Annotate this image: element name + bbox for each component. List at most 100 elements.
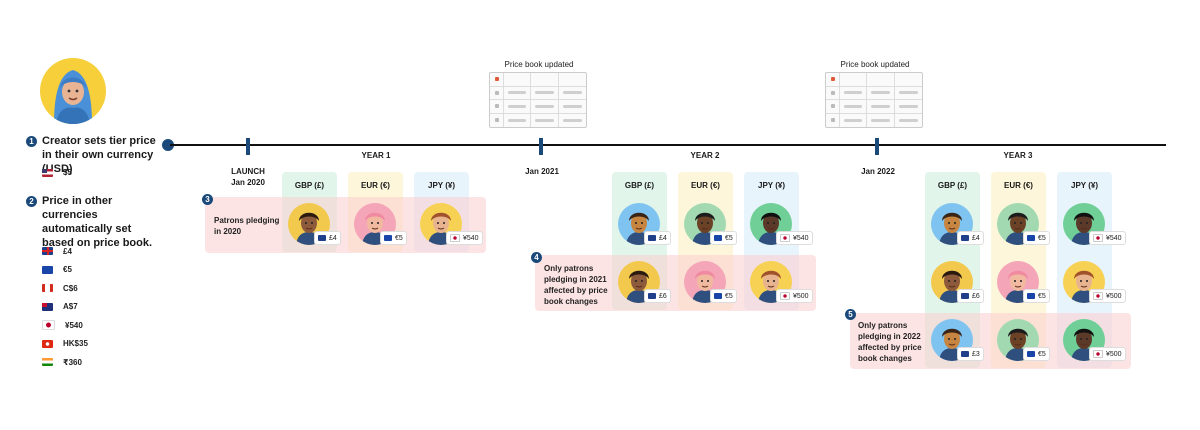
price-book-table-2022 xyxy=(825,72,923,128)
price-tag: €5 xyxy=(1023,289,1050,303)
currency-list: £4 €5 C$6 A$7 ¥540 HK$35 ₹360 xyxy=(42,242,88,372)
timeline-line xyxy=(170,144,1166,146)
price-tag-value: €5 xyxy=(725,234,733,242)
price-tag: ¥500 xyxy=(776,289,813,303)
tick-label-2021: Jan 2021 xyxy=(512,166,572,177)
step-3-badge: 3 xyxy=(202,194,213,205)
price-tag: £4 xyxy=(644,231,671,245)
ca-flag-icon xyxy=(42,284,53,293)
col-header-jpy: JPY (¥) xyxy=(1071,181,1098,190)
uk-flag-icon xyxy=(42,247,53,256)
timeline-start-dot xyxy=(162,139,174,151)
hk-flag-icon xyxy=(42,339,53,348)
uk-flag-icon xyxy=(961,351,969,357)
tick-label-line2: Jan 2020 xyxy=(231,178,265,187)
step-5-badge: 5 xyxy=(845,309,856,320)
eu-flag-icon xyxy=(1027,235,1035,241)
year-label-1: YEAR 1 xyxy=(361,151,391,160)
jp-flag-icon xyxy=(1093,234,1103,242)
jp-flag-icon xyxy=(780,292,790,300)
price-tag: €5 xyxy=(380,231,407,245)
creator-avatar xyxy=(40,58,106,124)
price-tag: £6 xyxy=(644,289,671,303)
eu-flag-icon xyxy=(714,293,722,299)
band-2021-text: Only patrons pledging in 2021 affected b… xyxy=(544,264,608,306)
year-label-3: YEAR 3 xyxy=(1003,151,1033,160)
eu-flag-icon xyxy=(384,235,392,241)
price-tag-value: ¥540 xyxy=(463,234,479,242)
price-book-label-2022: Price book updated xyxy=(840,60,910,69)
band-2020-text: Patrons pledging in 2020 xyxy=(214,216,280,236)
price-tag: ¥540 xyxy=(1089,231,1126,245)
us-flag-icon xyxy=(42,168,53,177)
eu-flag-icon xyxy=(1027,293,1035,299)
step-2-badge: 2 xyxy=(26,196,37,207)
currency-value: ¥540 xyxy=(65,320,83,330)
price-tag-value: €5 xyxy=(725,292,733,300)
price-tag-value: £6 xyxy=(659,292,667,300)
creator-price: $5 xyxy=(63,168,72,177)
price-tag-value: ¥500 xyxy=(1106,292,1122,300)
price-tag-value: €5 xyxy=(1038,350,1046,358)
timeline-tick-2021 xyxy=(539,138,543,155)
eu-flag-icon xyxy=(42,265,53,274)
col-header-jpy: JPY (¥) xyxy=(758,181,785,190)
jp-flag-icon xyxy=(780,234,790,242)
currency-row-jpy: ¥540 xyxy=(42,316,88,335)
col-header-eur: EUR (€) xyxy=(691,181,720,190)
tick-label-line1: LAUNCH xyxy=(231,167,265,176)
currency-row-eur: €5 xyxy=(42,261,88,280)
jp-flag-icon xyxy=(1093,292,1103,300)
in-flag-icon xyxy=(42,358,53,367)
other-currencies-title: Price in other currencies automatically … xyxy=(42,195,153,249)
currency-row-gbp: £4 xyxy=(42,242,88,261)
currency-row-hkd: HK$35 xyxy=(42,335,88,354)
currency-value: ₹360 xyxy=(63,357,82,367)
tick-label-line2: Jan 2022 xyxy=(861,167,895,176)
price-tag: £4 xyxy=(957,231,984,245)
eu-flag-icon xyxy=(714,235,722,241)
au-flag-icon xyxy=(42,302,53,311)
uk-flag-icon xyxy=(961,293,969,299)
price-tag-value: £4 xyxy=(659,234,667,242)
price-tag-value: ¥540 xyxy=(1106,234,1122,242)
price-tag-value: €5 xyxy=(395,234,403,242)
jp-flag-icon xyxy=(42,320,55,331)
creator-price-row: $5 xyxy=(42,168,72,177)
price-tag: £4 xyxy=(314,231,341,245)
col-header-jpy: JPY (¥) xyxy=(428,181,455,190)
jp-flag-icon xyxy=(1093,350,1103,358)
price-tag: €5 xyxy=(710,231,737,245)
col-header-eur: EUR (€) xyxy=(1004,181,1033,190)
price-tag-value: €5 xyxy=(1038,292,1046,300)
price-book-label-2021: Price book updated xyxy=(504,60,574,69)
patron-avatar xyxy=(750,203,792,245)
price-tag: €5 xyxy=(1023,347,1050,361)
col-header-eur: EUR (€) xyxy=(361,181,390,190)
col-header-gbp: GBP (£) xyxy=(937,181,968,190)
uk-flag-icon xyxy=(648,235,656,241)
uk-flag-icon xyxy=(961,235,969,241)
price-tag-value: €5 xyxy=(1038,234,1046,242)
timeline-tick-2022 xyxy=(875,138,879,155)
patron-avatar xyxy=(931,319,973,361)
currency-value: £4 xyxy=(63,246,72,256)
currency-value: €5 xyxy=(63,265,72,275)
price-tag-value: ¥540 xyxy=(793,234,809,242)
uk-flag-icon xyxy=(318,235,326,241)
price-tag: €5 xyxy=(710,289,737,303)
uk-flag-icon xyxy=(648,293,656,299)
price-tag-value: ¥500 xyxy=(1106,350,1122,358)
patron-avatar xyxy=(997,319,1039,361)
price-tag-value: £4 xyxy=(329,234,337,242)
price-tag: £3 xyxy=(957,347,984,361)
step-1-badge: 1 xyxy=(26,136,37,147)
step-4-badge: 4 xyxy=(531,252,542,263)
eu-flag-icon xyxy=(1027,351,1035,357)
tick-label-launch: LAUNCH Jan 2020 xyxy=(218,166,278,188)
currency-row-aud: A$7 xyxy=(42,298,88,317)
col-header-gbp: GBP (£) xyxy=(624,181,655,190)
price-tag: ¥500 xyxy=(1089,347,1126,361)
year-label-2: YEAR 2 xyxy=(690,151,720,160)
patron-avatar xyxy=(618,261,660,303)
